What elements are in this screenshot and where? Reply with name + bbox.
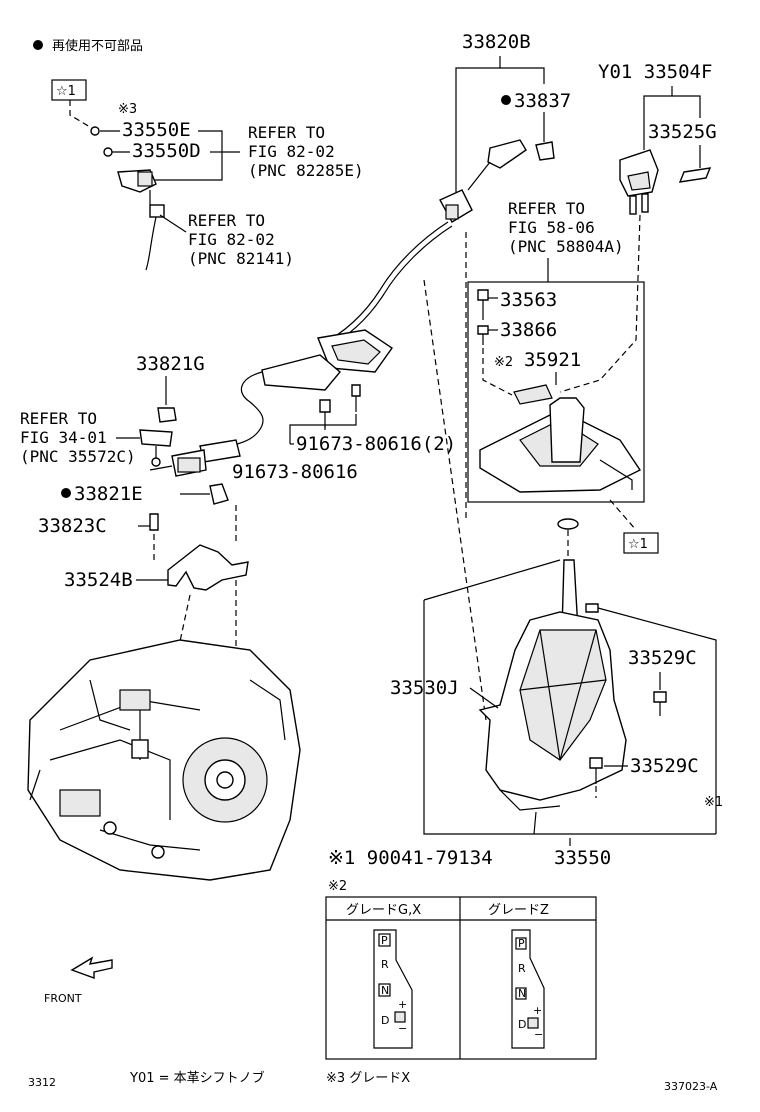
grade-col1-header: グレードG,X: [346, 903, 421, 918]
star1-box-left: [51, 79, 87, 101]
g2-d: D: [518, 1018, 526, 1031]
ref3-line2: FIG 34-01: [20, 428, 107, 447]
reuse-note: 再使用不可部品: [52, 38, 143, 54]
part-33504F: Y01 33504F: [598, 61, 712, 83]
g2-n: N: [518, 987, 526, 1000]
note2-header: ※2: [328, 879, 347, 894]
g1-minus: −: [398, 1022, 407, 1035]
ref2-line3: (PNC 82141): [188, 249, 294, 268]
grade-table: [325, 896, 597, 1060]
reuse-dot-icon: [33, 40, 43, 50]
ref3-line1: REFER TO: [20, 409, 97, 428]
part-33563: 33563: [500, 289, 557, 311]
star1-left: ☆1: [56, 84, 76, 99]
footer-right: 337023-A: [664, 1080, 718, 1093]
part-33821G: 33821G: [136, 353, 205, 375]
part-33823C: 33823C: [38, 515, 107, 537]
front-arrow-icon: [70, 956, 113, 979]
g1-p: P: [381, 934, 388, 947]
ref3-line3: (PNC 35572C): [20, 447, 136, 466]
g2-plus: +: [533, 1004, 542, 1017]
ref1-line3: (PNC 82285E): [248, 161, 364, 180]
g1-plus: +: [398, 998, 407, 1011]
part-33529C-upper: 33529C: [628, 647, 697, 669]
g1-n: N: [381, 984, 389, 997]
note3-mark: ※3: [118, 102, 137, 117]
grade-col2-header: グレードZ: [488, 903, 549, 918]
ref1-line1: REFER TO: [248, 123, 325, 142]
reuse-dot-icon: [61, 488, 71, 498]
transmission-illustration: [27, 639, 301, 881]
footer-left: 3312: [28, 1076, 56, 1089]
part-91673-80616: 91673-80616: [232, 461, 358, 483]
ref4-line1: REFER TO: [508, 199, 585, 218]
g1-r: R: [381, 958, 389, 971]
part-33550D: 33550D: [132, 140, 201, 162]
g2-minus: −: [534, 1028, 543, 1041]
ref2-line1: REFER TO: [188, 211, 265, 230]
shift-gate-g-x: [373, 929, 413, 1049]
console-parts-box: [467, 281, 645, 503]
note3-footer: ※3 グレードX: [326, 1071, 410, 1086]
ref4-line3: (PNC 58804A): [508, 237, 624, 256]
part-33837: 33837: [514, 90, 571, 112]
note1-mark: ※1: [704, 795, 723, 810]
part-33524B: 33524B: [64, 569, 133, 591]
part-33866: 33866: [500, 319, 557, 341]
part-33550: 33550: [554, 847, 611, 869]
part-33821E: 33821E: [74, 483, 143, 505]
star1-box-right: [623, 532, 659, 554]
part-33820B: 33820B: [462, 31, 531, 53]
front-label: FRONT: [44, 992, 82, 1005]
note2-mark: ※2: [494, 355, 513, 370]
part-90041-79134: ※1 90041-79134: [328, 847, 493, 869]
part-35921: 35921: [524, 349, 581, 371]
ref4-line2: FIG 58-06: [508, 218, 595, 237]
part-33525G: 33525G: [648, 121, 717, 143]
part-91673-80616-2: 91673-80616(2): [296, 433, 456, 455]
g2-p: P: [518, 937, 525, 950]
reuse-dot-icon: [501, 95, 511, 105]
g2-r: R: [518, 962, 526, 975]
part-33529C-lower: 33529C: [630, 755, 699, 777]
y01-note: Y01 = 本革シフトノブ: [129, 1070, 265, 1086]
ref1-line2: FIG 82-02: [248, 142, 335, 161]
shift-gate-z: [511, 929, 545, 1049]
g1-d: D: [381, 1014, 389, 1027]
part-33550E: 33550E: [122, 119, 191, 141]
star1-right: ☆1: [628, 537, 648, 552]
ref2-line2: FIG 82-02: [188, 230, 275, 249]
